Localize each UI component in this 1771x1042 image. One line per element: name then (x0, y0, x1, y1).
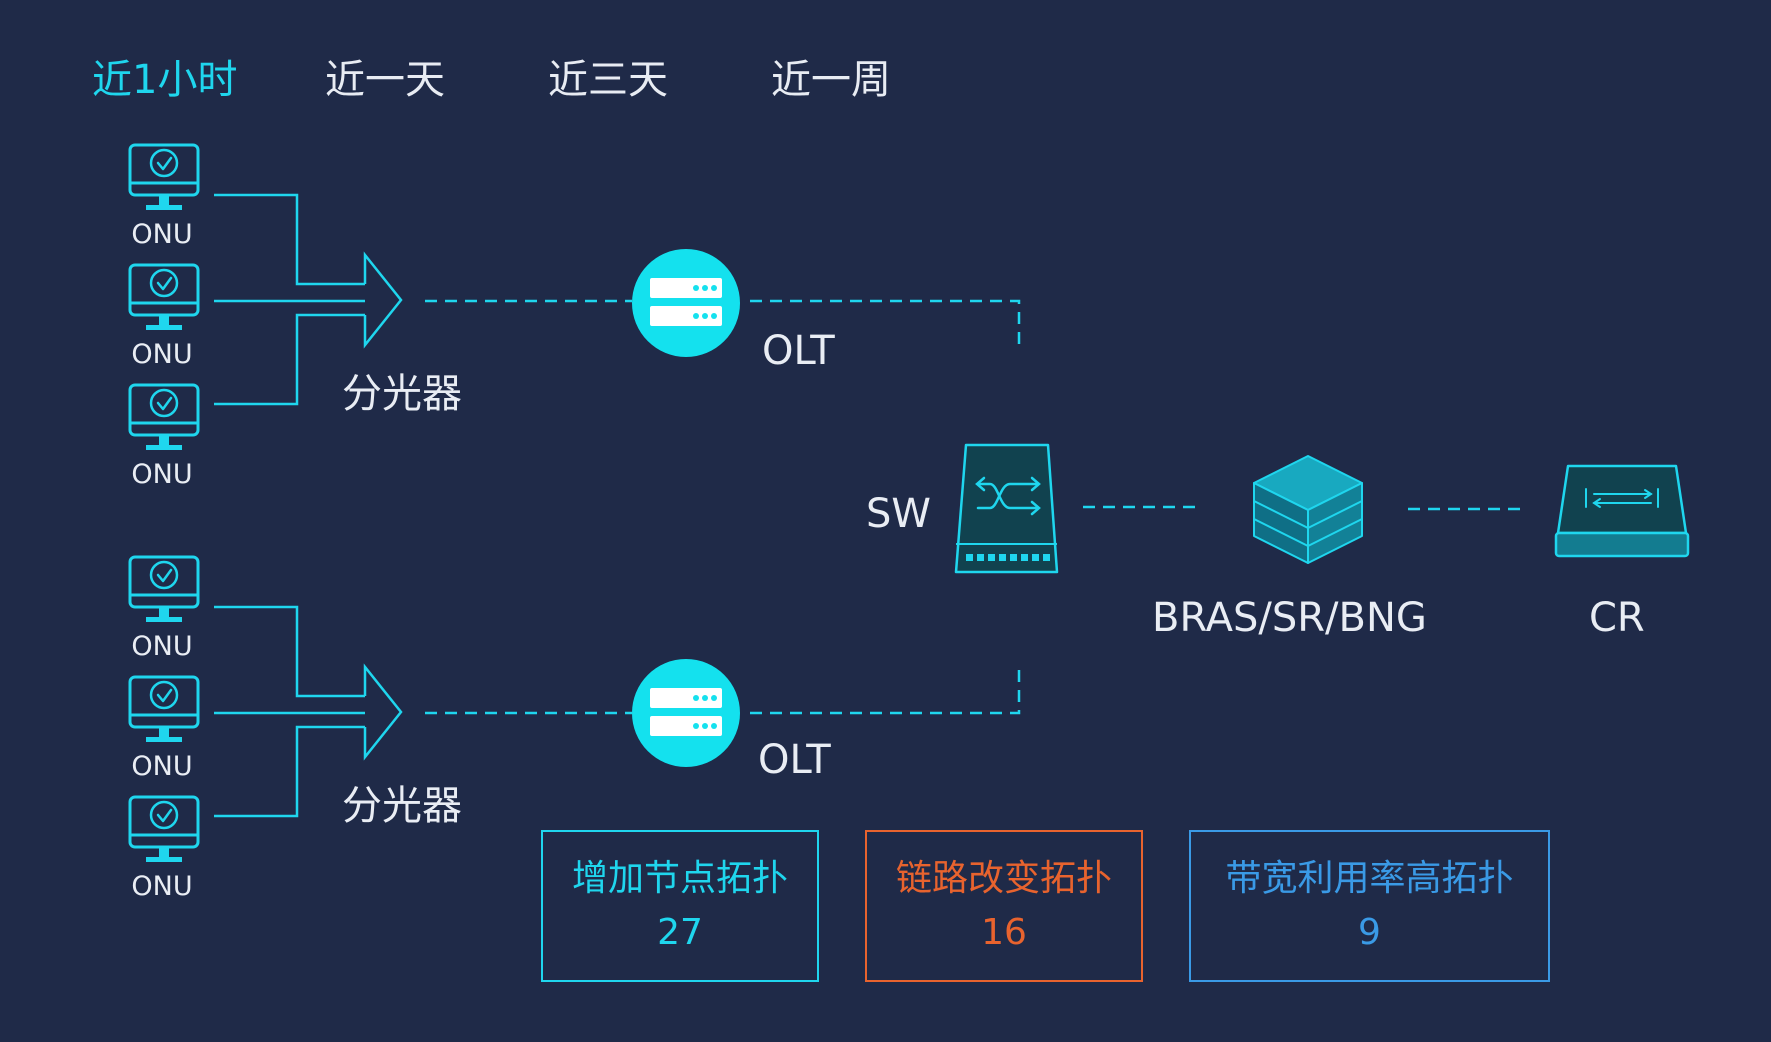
bras-label: BRAS/SR/BNG (1152, 595, 1427, 641)
onu-label: ONU (131, 339, 193, 370)
onu-label: ONU (131, 459, 193, 490)
onu-device (128, 383, 200, 452)
server-circle-icon (632, 659, 740, 767)
splitter-label: 分光器 (342, 783, 462, 829)
stat-value: 9 (1358, 912, 1381, 953)
stat-high-bandwidth[interactable]: 带宽利用率高拓扑 9 (1189, 830, 1550, 982)
onu-label: ONU (131, 219, 193, 250)
olt-label: OLT (762, 328, 835, 374)
link-olt-sw (750, 299, 1021, 352)
stat-value: 16 (981, 912, 1027, 953)
tab-last-three-days[interactable]: 近三天 (548, 57, 668, 103)
splitter-arrow (214, 193, 403, 406)
monitor-check-icon (128, 795, 200, 864)
link-olt-sw (750, 665, 1021, 715)
onu-device (128, 555, 200, 624)
olt-device (632, 249, 740, 357)
cr-label: CR (1589, 595, 1645, 641)
tab-last-hour[interactable]: 近1小时 (92, 57, 238, 103)
monitor-check-icon (128, 675, 200, 744)
stat-title: 链路改变拓扑 (895, 858, 1112, 899)
onu-device (128, 795, 200, 864)
monitor-check-icon (128, 143, 200, 212)
onu-device (128, 263, 200, 332)
onu-label: ONU (131, 751, 193, 782)
stat-value: 27 (657, 912, 703, 953)
olt-label: OLT (758, 737, 831, 783)
sw-label: SW (866, 491, 931, 537)
onu-label: ONU (131, 871, 193, 902)
tab-last-week[interactable]: 近一周 (771, 57, 891, 103)
splitter-label: 分光器 (342, 371, 462, 417)
tab-last-day[interactable]: 近一天 (325, 57, 445, 103)
server-circle-icon (632, 249, 740, 357)
onu-device (128, 675, 200, 744)
stat-title: 带宽利用率高拓扑 (1225, 858, 1514, 899)
olt-device (632, 659, 740, 767)
onu-label: ONU (131, 631, 193, 662)
monitor-check-icon (128, 555, 200, 624)
stat-title: 增加节点拓扑 (571, 858, 788, 899)
stacked-layers-icon (1253, 455, 1363, 564)
switch-icon (954, 443, 1059, 574)
splitter-arrow (214, 605, 403, 818)
router-icon (1554, 464, 1690, 558)
stat-added-nodes[interactable]: 增加节点拓扑 27 (541, 830, 819, 982)
onu-device (128, 143, 200, 212)
stat-link-changes[interactable]: 链路改变拓扑 16 (865, 830, 1143, 982)
monitor-check-icon (128, 263, 200, 332)
monitor-check-icon (128, 383, 200, 452)
